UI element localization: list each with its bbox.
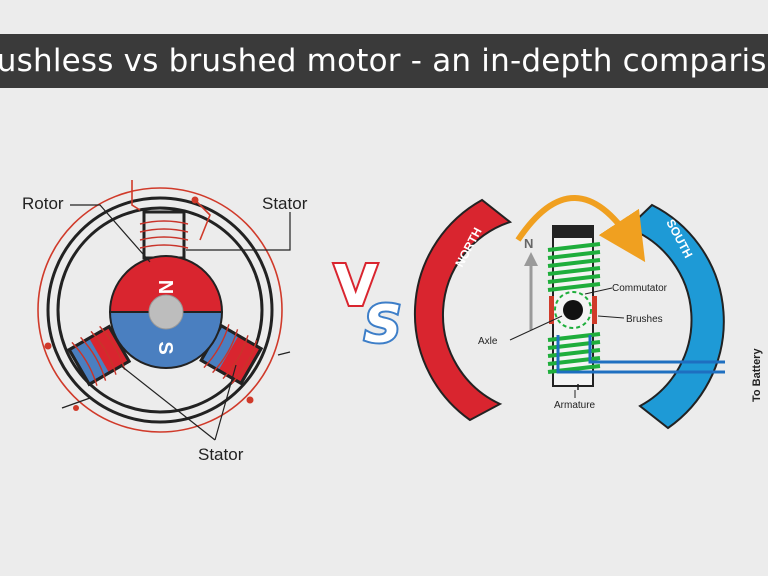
stator-inner-ring bbox=[56, 206, 264, 414]
versus-mark: V S bbox=[332, 252, 403, 357]
rotor-pole-n: N bbox=[154, 280, 176, 294]
label-to-battery: To Battery bbox=[751, 348, 763, 402]
label-axle: Axle bbox=[478, 336, 498, 347]
stator-outer-ring bbox=[46, 196, 274, 424]
battery-wire-1 bbox=[556, 335, 725, 374]
label-brushes: Brushes bbox=[626, 314, 663, 325]
stator-tooth-top bbox=[139, 210, 189, 260]
north-magnet bbox=[413, 198, 513, 422]
label-field-n: N bbox=[524, 236, 533, 251]
commutator bbox=[554, 291, 592, 329]
vs-letter-v: V bbox=[334, 254, 378, 319]
brushed-motor: NORTH SOUTH N bbox=[413, 195, 763, 430]
brushless-motor: N S Rotor Stator Stator bbox=[22, 180, 308, 464]
label-rotor: Rotor bbox=[22, 194, 64, 213]
rotation-arrow bbox=[515, 195, 646, 263]
vs-letter-s: S bbox=[364, 295, 401, 355]
armature bbox=[547, 225, 601, 387]
axle bbox=[563, 300, 583, 320]
rotor: N S bbox=[108, 255, 224, 369]
label-stator-bottom: Stator bbox=[198, 445, 244, 464]
label-commutator: Commutator bbox=[612, 283, 668, 294]
battery-wire-2 bbox=[588, 335, 725, 364]
label-stator-top: Stator bbox=[262, 194, 308, 213]
rotor-pole-s: S bbox=[154, 341, 176, 354]
brush-left bbox=[549, 296, 554, 324]
page-title: Brushless vs brushed motor - an in-depth… bbox=[0, 43, 768, 79]
brush-right bbox=[592, 296, 597, 324]
label-armature: Armature bbox=[554, 400, 596, 411]
title-bar: Brushless vs brushed motor - an in-depth… bbox=[0, 34, 768, 88]
winding-wire bbox=[37, 187, 283, 433]
